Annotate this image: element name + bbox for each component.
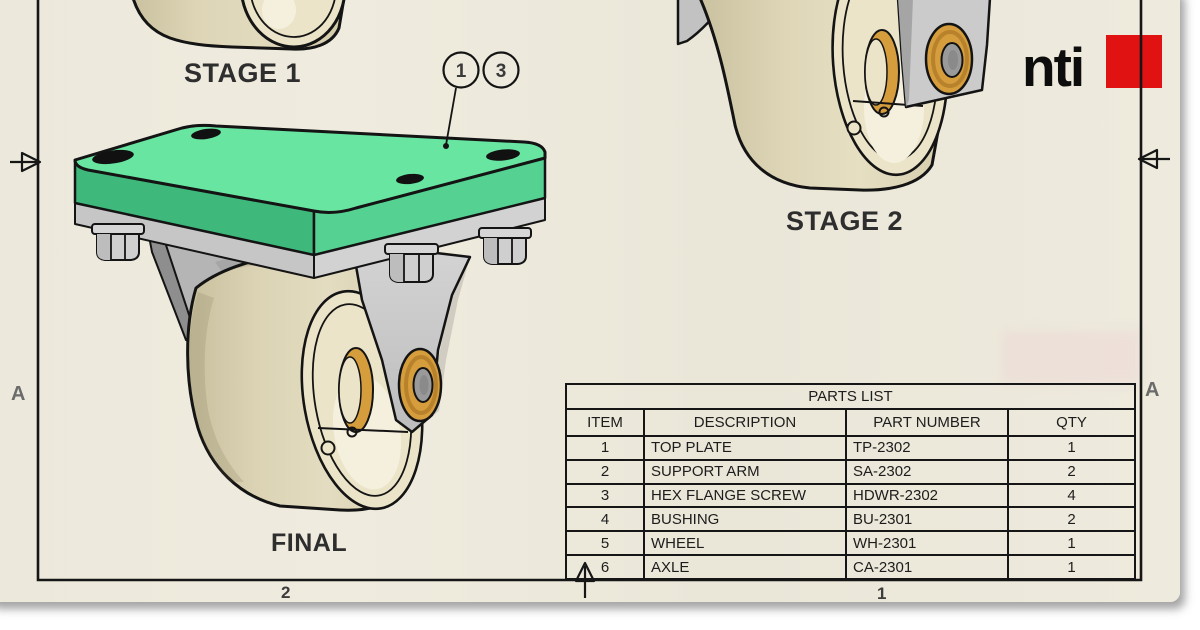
parts-list-cell: BUSHING: [645, 508, 847, 531]
zone-label-2-bottom: 2: [281, 583, 291, 602]
parts-list-cell: WH-2301: [847, 532, 1009, 555]
balloon-callouts: 1 3: [442, 51, 520, 149]
parts-list-cell: 2: [1067, 463, 1076, 481]
balloon-1: [442, 51, 480, 89]
parts-list-cell: TOP PLATE: [645, 437, 847, 459]
parts-list-cell: 1: [567, 437, 645, 459]
alignment-arrow-bottom: [574, 561, 596, 598]
parts-list-cell: HDWR-2302: [847, 484, 1009, 507]
nti-logo-text: nti: [1022, 36, 1085, 98]
balloon-3-number: 3: [496, 61, 507, 82]
parts-list-cell: 1: [1067, 534, 1076, 552]
alignment-arrow-left: [10, 151, 42, 173]
parts-list-cell: 4: [567, 508, 645, 531]
parts-list-cell: 1: [1067, 558, 1076, 576]
zone-label-a-left: A: [11, 383, 26, 405]
sheet-shading: [1002, 331, 1140, 383]
parts-list-cell: CA-2301: [847, 556, 1009, 578]
parts-list-cell: SA-2302: [847, 460, 1009, 483]
parts-list-cell: WHEEL: [645, 532, 847, 555]
parts-list-column-header: PART NUMBER: [847, 410, 1009, 435]
final-top-plate: [73, 123, 547, 279]
parts-list-column-header: ITEM: [567, 410, 645, 435]
leader-line: [445, 87, 457, 146]
final-wheel: [186, 250, 424, 512]
parts-list-cell: SUPPORT ARM: [645, 460, 847, 483]
parts-list-column-header: DESCRIPTION: [645, 410, 847, 435]
parts-list-cell: AXLE: [645, 556, 847, 578]
parts-list-cell: 1: [1067, 439, 1076, 457]
parts-list-cell: 2: [1067, 510, 1076, 528]
zone-label-a-right: A: [1145, 379, 1160, 401]
stage1-label: STAGE 1: [184, 58, 302, 88]
nti-logo-square: [1106, 35, 1162, 88]
drawing-border: [36, 0, 1143, 582]
parts-list-cell: 4: [1067, 487, 1076, 505]
parts-list-cell: 6: [567, 556, 645, 578]
final-label: FINAL: [271, 529, 348, 557]
parts-list-cell: 2: [567, 460, 645, 483]
parts-list-cell: BU-2301: [847, 508, 1009, 531]
parts-list-cell: HEX FLANGE SCREW: [645, 484, 847, 507]
parts-list-cell: 3: [567, 484, 645, 507]
stage2-assembly-illustration: [676, 0, 992, 192]
parts-list-column-header: QTY: [1056, 414, 1087, 431]
final-assembly-illustration: 1 3: [73, 51, 547, 512]
balloon-3: [482, 51, 520, 89]
parts-list-cell: 5: [567, 532, 645, 555]
stage2-label: STAGE 2: [786, 206, 904, 236]
alignment-arrow-right: [1137, 148, 1170, 170]
parts-list-title: PARTS LIST: [567, 385, 1134, 410]
stage1-wheel-illustration: [132, 0, 347, 51]
parts-list-cell: TP-2302: [847, 437, 1009, 459]
balloon-1-number: 1: [456, 61, 467, 82]
final-hex-nuts: [91, 223, 532, 283]
zone-label-1-bottom: 1: [877, 584, 887, 603]
